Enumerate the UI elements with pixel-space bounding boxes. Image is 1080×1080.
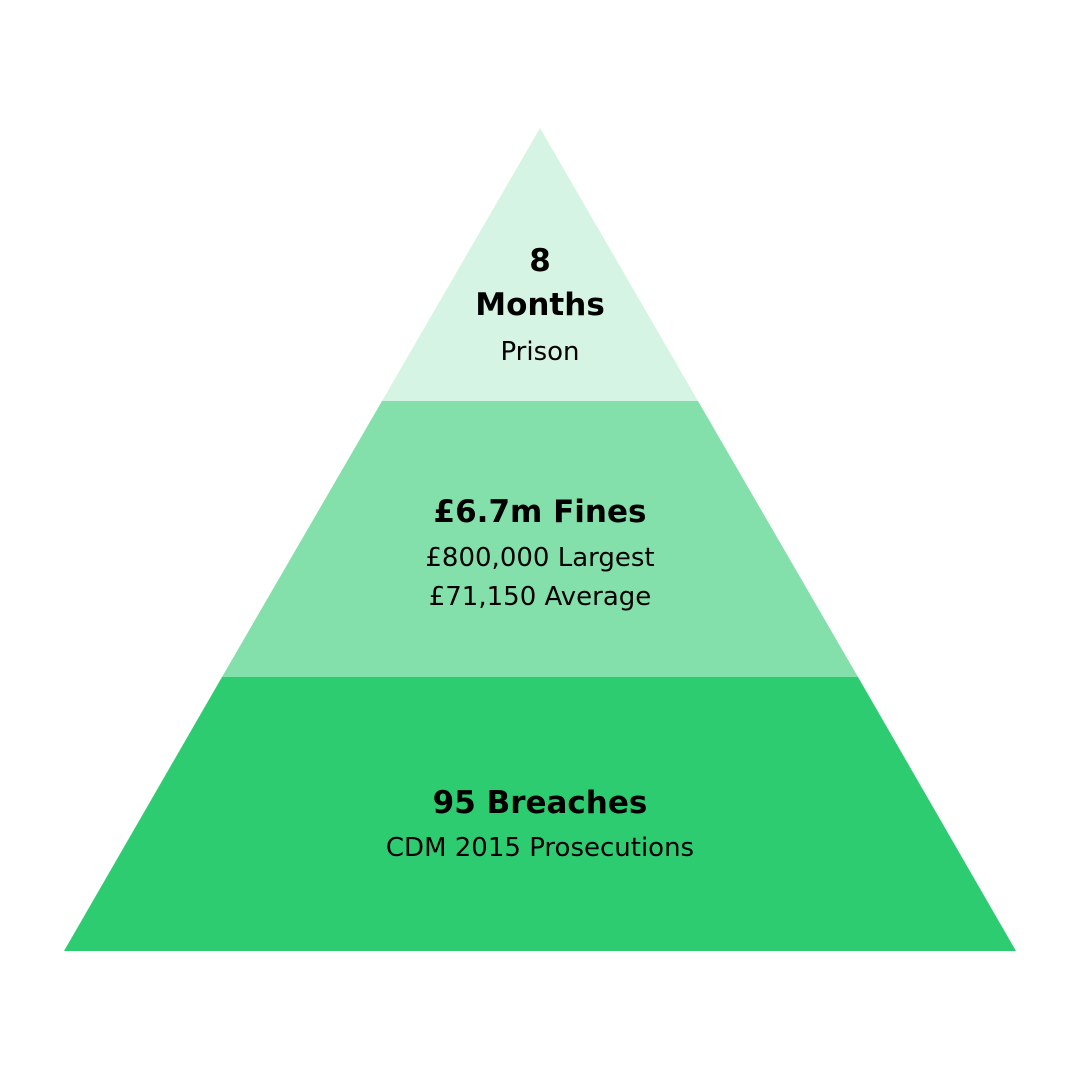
tier-middle-headline: £6.7m Fines <box>433 494 647 530</box>
tier-top-label: 8 Months Prison <box>0 240 1080 374</box>
pyramid-tier-top <box>382 128 698 401</box>
tier-top-unit: Months <box>475 287 605 323</box>
tier-bottom-headline: 95 Breaches <box>432 785 648 821</box>
tier-top-value: 8 <box>529 243 551 279</box>
tier-middle-largest: £800,000 Largest <box>425 543 655 573</box>
tier-bottom-caption: CDM 2015 Prosecutions <box>385 833 695 863</box>
tier-middle-label: £6.7m Fines £800,000 Largest £71,150 Ave… <box>0 490 1080 616</box>
tier-top-caption: Prison <box>500 337 580 367</box>
pyramid-tier-bottom <box>64 677 1016 951</box>
pyramid-tier-middle <box>222 401 858 677</box>
tier-bottom-label: 95 Breaches CDM 2015 Prosecutions <box>0 781 1080 869</box>
tier-middle-average: £71,150 Average <box>428 582 652 612</box>
